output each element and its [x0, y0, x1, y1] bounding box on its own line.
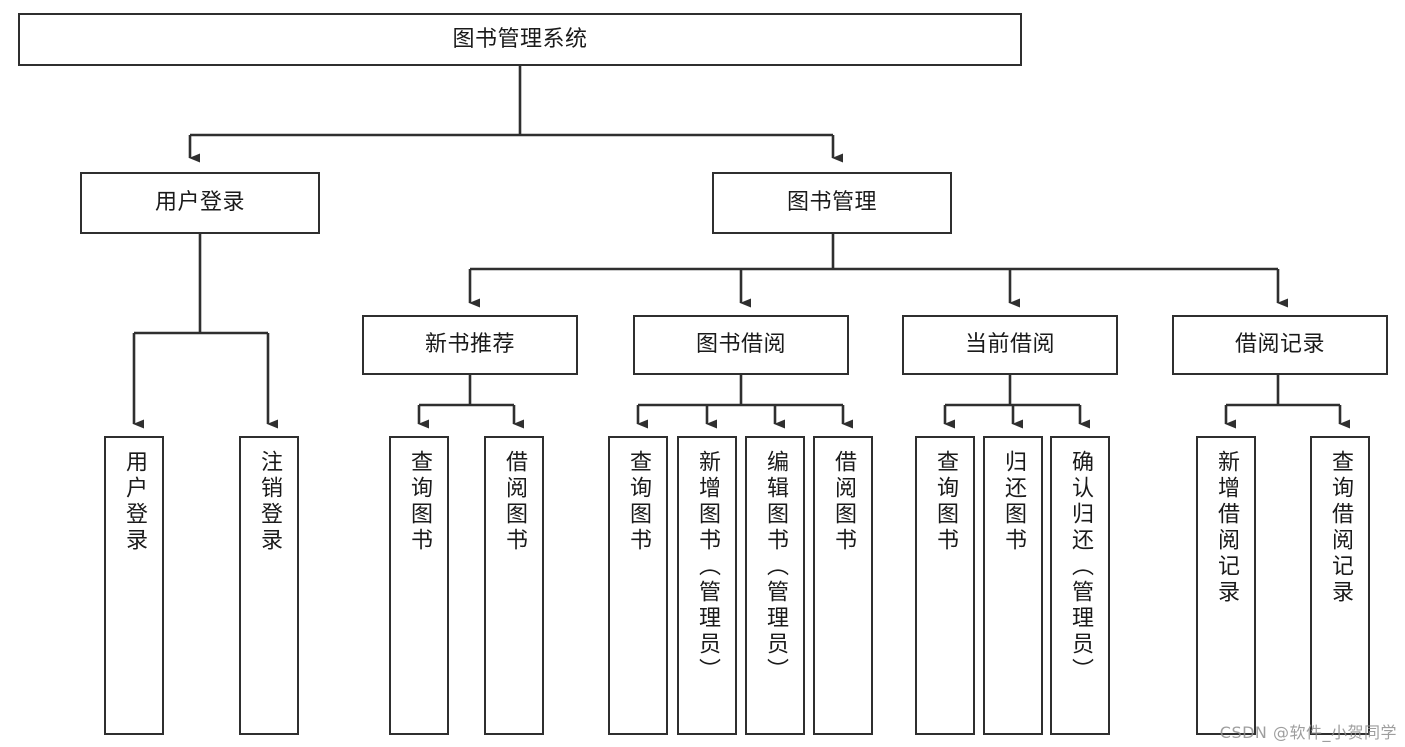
- node-label: 借阅图书: [502, 450, 527, 554]
- node-borrow-record[interactable]: 借阅记录: [1172, 315, 1388, 375]
- node-leaf-borrow-book-1[interactable]: 借阅图书: [484, 436, 544, 735]
- node-leaf-query-book-2[interactable]: 查询图书: [608, 436, 668, 735]
- node-label: 查询借阅记录: [1328, 450, 1353, 606]
- node-label: 新增图书（管理员）: [695, 450, 720, 684]
- node-label: 借阅图书: [831, 450, 856, 554]
- node-label: 图书管理: [786, 190, 877, 216]
- node-label: 新增借阅记录: [1214, 450, 1239, 606]
- node-leaf-borrow-book-2[interactable]: 借阅图书: [813, 436, 873, 735]
- node-label: 图书借阅: [695, 332, 786, 358]
- node-leaf-user-login[interactable]: 用户登录: [104, 436, 164, 735]
- node-label: 当前借阅: [964, 332, 1055, 358]
- node-label: 查询图书: [407, 450, 432, 554]
- node-label: 新书推荐: [424, 332, 515, 358]
- node-leaf-query-book-3[interactable]: 查询图书: [915, 436, 975, 735]
- node-leaf-return-book[interactable]: 归还图书: [983, 436, 1043, 735]
- node-label: 借阅记录: [1234, 332, 1325, 358]
- node-leaf-add-record[interactable]: 新增借阅记录: [1196, 436, 1256, 735]
- node-label: 编辑图书（管理员）: [763, 450, 788, 684]
- node-leaf-edit-book[interactable]: 编辑图书（管理员）: [745, 436, 805, 735]
- csdn-watermark: CSDN @软件_小贺同学: [1219, 723, 1397, 742]
- node-book-borrow[interactable]: 图书借阅: [633, 315, 849, 375]
- node-leaf-query-book-1[interactable]: 查询图书: [389, 436, 449, 735]
- node-leaf-confirm-return[interactable]: 确认归还（管理员）: [1050, 436, 1110, 735]
- node-label: 查询图书: [933, 450, 958, 554]
- node-book-management[interactable]: 图书管理: [712, 172, 952, 234]
- node-leaf-logout-login[interactable]: 注销登录: [239, 436, 299, 735]
- node-label: 查询图书: [626, 450, 651, 554]
- node-leaf-query-record[interactable]: 查询借阅记录: [1310, 436, 1370, 735]
- node-label: 用户登录: [122, 450, 147, 554]
- node-label: 确认归还（管理员）: [1068, 450, 1093, 684]
- node-current-borrow[interactable]: 当前借阅: [902, 315, 1118, 375]
- node-label: 注销登录: [257, 450, 282, 554]
- node-new-book-recommend[interactable]: 新书推荐: [362, 315, 578, 375]
- node-root-system[interactable]: 图书管理系统: [18, 13, 1022, 66]
- node-user-login[interactable]: 用户登录: [80, 172, 320, 234]
- node-label: 图书管理系统: [452, 26, 588, 52]
- node-label: 用户登录: [154, 190, 245, 216]
- node-label: 归还图书: [1001, 450, 1026, 554]
- node-leaf-add-book[interactable]: 新增图书（管理员）: [677, 436, 737, 735]
